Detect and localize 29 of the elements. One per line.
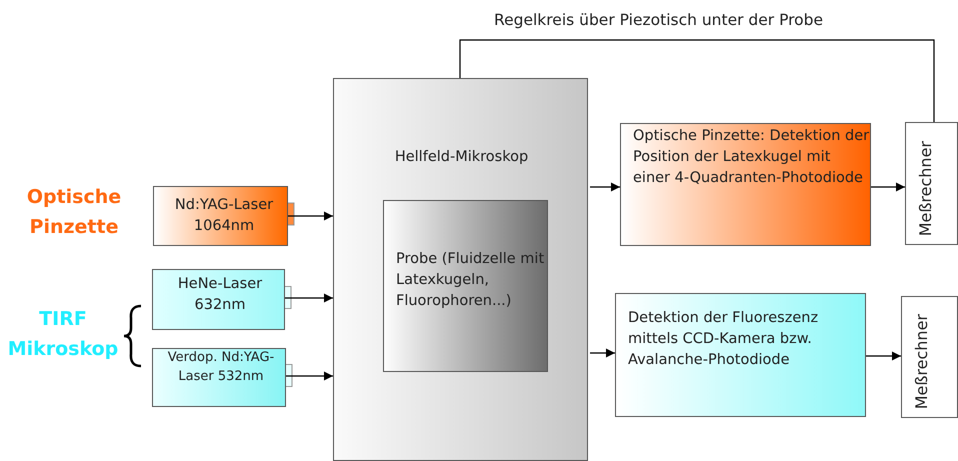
node-label: HeNe-Laser 632nm [176,275,264,315]
node-label: Hellfeld-Mikroskop [394,148,530,167]
microscope-box [333,78,588,461]
node-label: Nd:YAG-Laser 1064nm [174,196,274,236]
arrow [871,182,905,192]
group-label: Optische Pinzette [26,185,122,240]
node-label: Verdop. Nd:YAG-Laser 532nm [166,349,276,386]
node-label: Probe (Fluidzelle mit Latexkugeln, Fluorophoren...) [396,250,546,311]
node-label: Detektion der Fluoreszenz mittels CCD-Kamera bzw. Avalanche-Photodiode [628,309,820,370]
laser-box [153,186,288,246]
arrow [286,372,333,380]
computer-box [901,296,958,418]
vertical-label: Meßrechner [916,140,936,236]
computer-box [905,122,958,245]
arrow [590,182,620,192]
node-label: Optische Pinzette: Detektion der Position der Latexkugel mit einer 4-Quadranten-Photodiode [633,127,870,188]
edge-label: Regelkreis über Piezotisch unter der Probe [494,11,824,29]
laser-box [152,269,285,330]
detector-box [615,293,866,417]
connector-line [459,39,935,122]
arrow [590,348,615,358]
detector-box [620,123,871,246]
arrow [866,352,901,360]
arrow [288,212,333,220]
group-label: TIRF Mikroskop [6,307,120,362]
sample-box [383,200,548,372]
arrow [285,294,333,302]
vertical-label: Meßrechner [912,314,932,409]
laser-box [152,348,286,407]
